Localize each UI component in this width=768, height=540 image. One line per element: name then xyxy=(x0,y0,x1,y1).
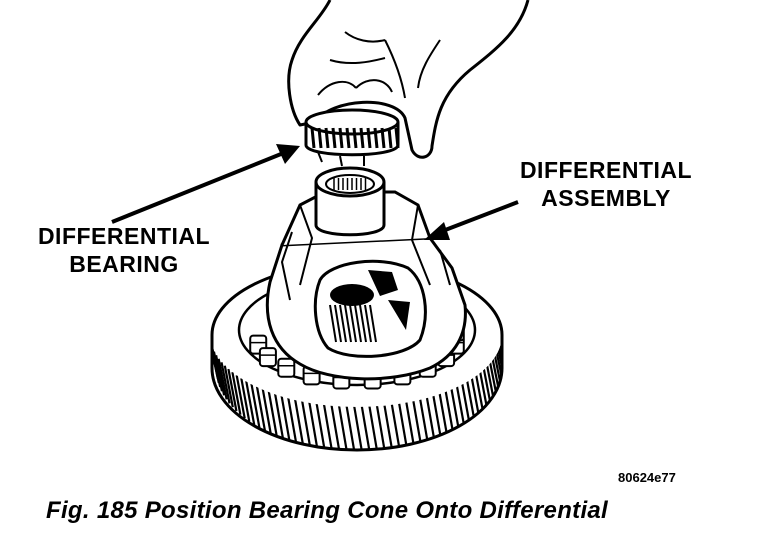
figure-caption: Fig. 185 Position Bearing Cone Onto Diff… xyxy=(46,497,609,524)
label-differential-bearing: DIFFERENTIAL BEARING xyxy=(24,222,224,278)
hand-with-bearing xyxy=(287,0,530,167)
label-bearing-line-2: BEARING xyxy=(69,251,179,277)
arrow-to-assembly xyxy=(424,200,519,240)
differential-case xyxy=(265,166,467,381)
label-bearing-line-1: DIFFERENTIAL xyxy=(37,223,211,249)
label-assembly-line-2: ASSEMBLY xyxy=(541,185,671,211)
drawing-code: 80624e77 xyxy=(618,470,676,485)
label-assembly-line-1: DIFFERENTIAL xyxy=(519,157,693,183)
label-differential-assembly: DIFFERENTIAL ASSEMBLY xyxy=(500,156,712,212)
arrow-to-bearing xyxy=(111,144,300,224)
